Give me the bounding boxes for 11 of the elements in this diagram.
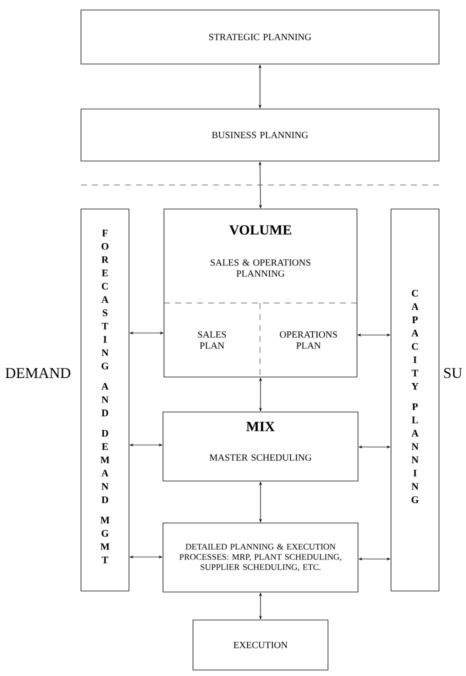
process-box: EXECUTION <box>192 620 328 670</box>
process-box: STRATEGIC PLANNING <box>80 10 440 64</box>
side-label: SU <box>444 368 462 378</box>
plan-region: OPERATIONS PLAN <box>280 331 337 349</box>
vertical-column-box: CAPACITY PLANNING <box>390 208 440 592</box>
process-box: MIX MASTER SCHEDULING <box>162 412 358 482</box>
vertical-column-box: FORECASTING AND DEMAND MGMT <box>80 208 130 592</box>
plan-region: SALES PLAN <box>198 331 226 349</box>
process-box: DETAILED PLANNING & EXECUTION PROCESSES: MRP, PLANT SCHEDULING, SUPPLIER SCHEDULING, ETC. <box>162 522 358 592</box>
side-label: DEMAND <box>6 368 70 378</box>
process-box: BUSINESS PLANNING <box>80 108 440 162</box>
